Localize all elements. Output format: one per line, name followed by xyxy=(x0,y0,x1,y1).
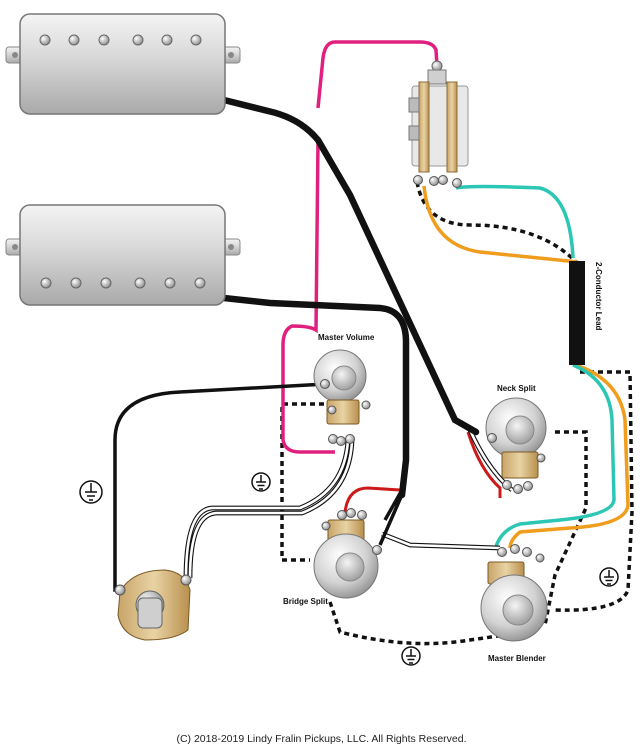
bridge-pickup-lead xyxy=(220,294,410,499)
toggle-switch xyxy=(408,60,469,188)
master-volume-label: Master Volume xyxy=(318,333,375,342)
two-conductor-lead xyxy=(569,261,585,365)
ground-wire-neck-blender xyxy=(543,430,588,626)
teal-wire xyxy=(455,184,616,551)
master-blender-lugs xyxy=(497,544,532,557)
magenta-wire xyxy=(281,40,439,454)
bridge-pickup xyxy=(5,204,241,306)
bridge-split-label: Bridge Split xyxy=(283,597,328,606)
ground-icon xyxy=(401,646,421,666)
ground-icon xyxy=(79,480,103,504)
bridge-split-pot[interactable] xyxy=(313,508,382,599)
orange-wire xyxy=(422,185,630,549)
ground-icon xyxy=(251,472,271,492)
neck-pickup xyxy=(5,13,241,115)
ground-wire-switch-lead xyxy=(415,181,578,264)
bridge-split-lugs xyxy=(337,508,367,520)
output-jack[interactable] xyxy=(114,569,192,641)
ground-wires xyxy=(280,181,634,646)
neck-split-lugs xyxy=(502,480,533,494)
jack-hot-wire xyxy=(113,382,327,592)
neck-split-pot[interactable] xyxy=(485,397,547,494)
master-blender-pot[interactable] xyxy=(480,544,548,642)
switch-lugs xyxy=(413,175,462,188)
master-blender-label: Master Blender xyxy=(488,654,546,663)
ground-wire-volume xyxy=(280,402,324,562)
bridge-pickup-poles xyxy=(40,277,206,289)
neck-pickup-lead xyxy=(220,96,480,436)
copyright-notice: (C) 2018-2019 Lindy Fralin Pickups, LLC.… xyxy=(176,733,467,745)
bridge-split-wires xyxy=(378,489,406,546)
master-volume-lugs xyxy=(328,434,355,446)
ground-icon xyxy=(599,567,619,587)
ground-wire-lead-right xyxy=(554,370,634,612)
ground-wire-bridge-blender xyxy=(328,601,506,646)
lead-label: 2-Conductor Lead xyxy=(594,262,603,331)
master-volume-pot[interactable] xyxy=(313,349,371,446)
red-wire xyxy=(343,431,502,513)
neck-pickup-poles xyxy=(39,34,202,46)
neck-split-label: Neck Split xyxy=(497,384,536,393)
ground-symbols xyxy=(79,472,619,666)
